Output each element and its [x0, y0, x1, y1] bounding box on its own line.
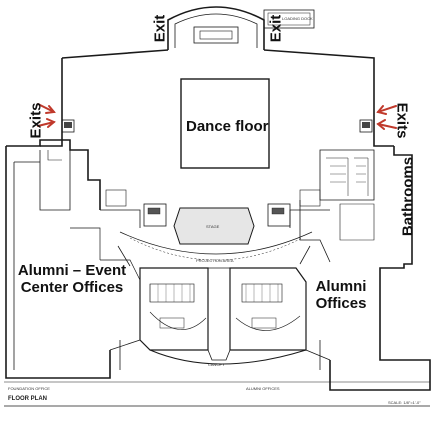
scale-label: SCALE: 1/8"=1'-0" — [388, 400, 421, 405]
alumni-offices-caption: ALUMNI OFFICES — [246, 386, 280, 391]
alumni-event-center-label: Alumni – Event Center Offices — [12, 262, 132, 296]
dance-floor-label: Dance floor — [186, 118, 269, 135]
exit-top-right-label: Exit — [267, 14, 285, 43]
exit-arrow-right-1 — [377, 105, 397, 113]
canopy-outline — [149, 349, 307, 365]
exit-arrows — [37, 103, 397, 130]
right-meeting-room — [229, 267, 307, 351]
loading-dock-label: LOADING DOCK — [282, 16, 313, 21]
alumni-event-line-1: Alumni – Event — [17, 262, 127, 279]
dance-floor-area — [180, 78, 270, 169]
alumni-offices-line-2: Offices — [315, 295, 367, 312]
floor-plan-title: FLOOR PLAN — [8, 396, 47, 402]
exit-top-left-label: Exit — [151, 14, 169, 43]
alumni-event-line-2: Center Offices — [20, 279, 124, 296]
foundation-office-caption: FOUNDATION OFFICE — [8, 386, 50, 391]
stage-outline — [173, 207, 255, 245]
alumni-offices-label: Alumni Offices — [306, 278, 376, 312]
exit-arrow-left-2 — [37, 121, 55, 127]
exits-right-label: Exits — [393, 102, 411, 139]
stage-label: STAGE — [206, 224, 220, 229]
alumni-offices-line-1: Alumni — [315, 278, 367, 295]
top-rotunda — [167, 6, 265, 50]
hall-outer-wall — [61, 49, 375, 120]
left-office-block — [6, 139, 101, 210]
canopy-label: CANOPY — [208, 362, 225, 367]
projection-area-label: PROJECTION AREA — [196, 258, 234, 263]
right-office-block — [329, 146, 431, 391]
exit-arrow-left-1 — [37, 103, 55, 113]
bathrooms-label: Bathrooms — [399, 156, 417, 237]
left-meeting-room — [139, 267, 209, 351]
exits-left-label: Exits — [27, 102, 45, 139]
exit-arrow-right-2 — [377, 123, 397, 129]
